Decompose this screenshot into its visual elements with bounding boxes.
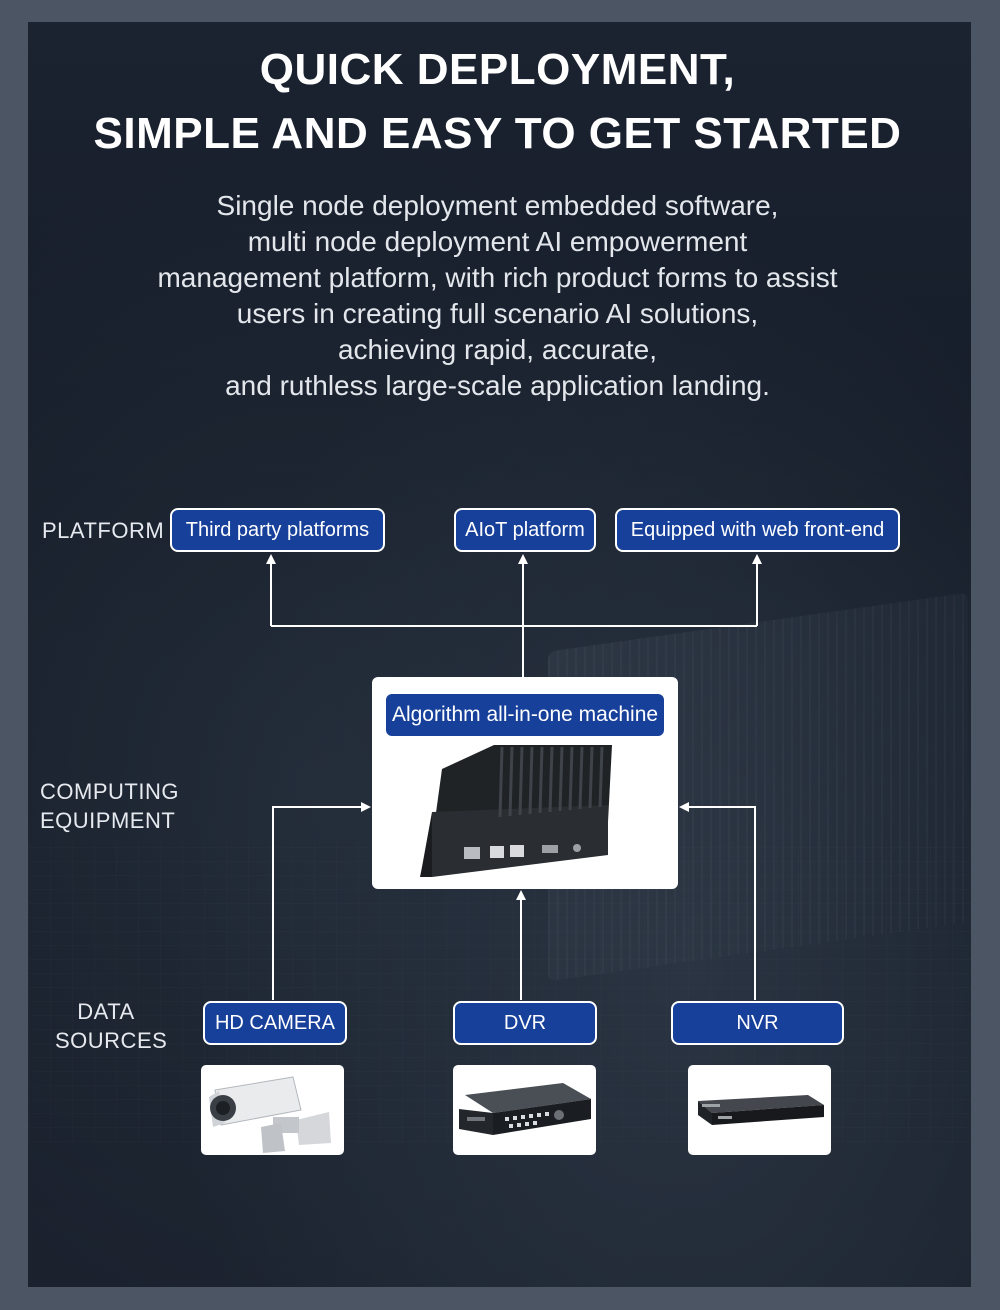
hd-camera-image (201, 1065, 344, 1155)
page-title: QUICK DEPLOYMENT, SIMPLE AND EASY TO GET… (0, 38, 995, 166)
arrow-from-nvr (679, 802, 756, 1000)
computing-device-card: Algorithm all-in-one machine (372, 677, 678, 889)
nvr-image (688, 1065, 831, 1155)
description-line: multi node deployment AI empowerment (247, 226, 748, 257)
arrow-from-hd-camera (272, 802, 371, 1000)
row-label-line: SOURCES (55, 1028, 168, 1053)
source-dvr: DVR (453, 1001, 597, 1045)
platform-web-frontend: Equipped with web front-end (615, 508, 900, 552)
source-nvr: NVR (671, 1001, 844, 1045)
description-line: achieving rapid, accurate, (337, 334, 658, 365)
platform-third-party: Third party platforms (170, 508, 385, 552)
description-line: and ruthless large-scale application lan… (225, 370, 770, 401)
description: Single node deployment embedded software… (0, 188, 995, 404)
description-line: users in creating full scenario AI solut… (236, 298, 759, 329)
title-line-2: SIMPLE AND EASY TO GET STARTED (93, 109, 902, 158)
row-label-platform: PLATFORM (42, 518, 165, 543)
source-hd-camera: HD CAMERA (203, 1001, 347, 1045)
platform-aiot: AIoT platform (454, 508, 596, 552)
computing-device-label: Algorithm all-in-one machine (386, 694, 664, 736)
row-label-data-sources: DATA SOURCES (55, 997, 168, 1055)
row-label-line: COMPUTING (40, 779, 179, 804)
dvr-image (453, 1065, 596, 1155)
ai-box-image (420, 745, 612, 877)
row-label-computing: COMPUTING EQUIPMENT (40, 777, 179, 835)
description-line: management platform, with rich product f… (157, 262, 838, 293)
row-label-line: EQUIPMENT (40, 808, 176, 833)
title-line-1: QUICK DEPLOYMENT, (259, 45, 736, 94)
row-label-line: DATA (77, 999, 135, 1024)
description-line: Single node deployment embedded software… (216, 190, 779, 221)
